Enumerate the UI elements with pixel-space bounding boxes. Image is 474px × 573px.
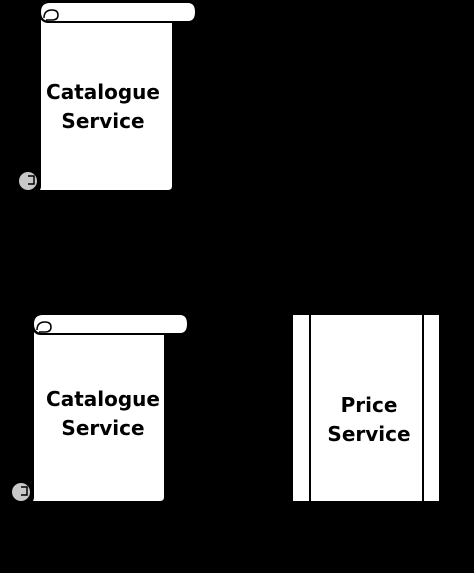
scroll-top-label-line2: Service — [61, 109, 144, 133]
process-box: Price Service — [291, 313, 441, 503]
scroll-shape-top: Catalogue Service — [17, 1, 198, 192]
scroll-top-label-line1: Catalogue — [46, 80, 160, 104]
scroll-bottom-label-line2: Service — [61, 416, 144, 440]
scroll-shape-bottom: Catalogue Service — [10, 313, 190, 503]
scroll-bottom-roll — [31, 313, 190, 335]
scroll-bottom-curl — [10, 481, 32, 503]
process-box-label-line1: Price — [341, 393, 398, 417]
scroll-bottom-label-line1: Catalogue — [46, 387, 160, 411]
scroll-top-roll — [38, 1, 198, 23]
process-box-label-line2: Service — [327, 422, 410, 446]
scroll-top-curl — [17, 170, 39, 192]
